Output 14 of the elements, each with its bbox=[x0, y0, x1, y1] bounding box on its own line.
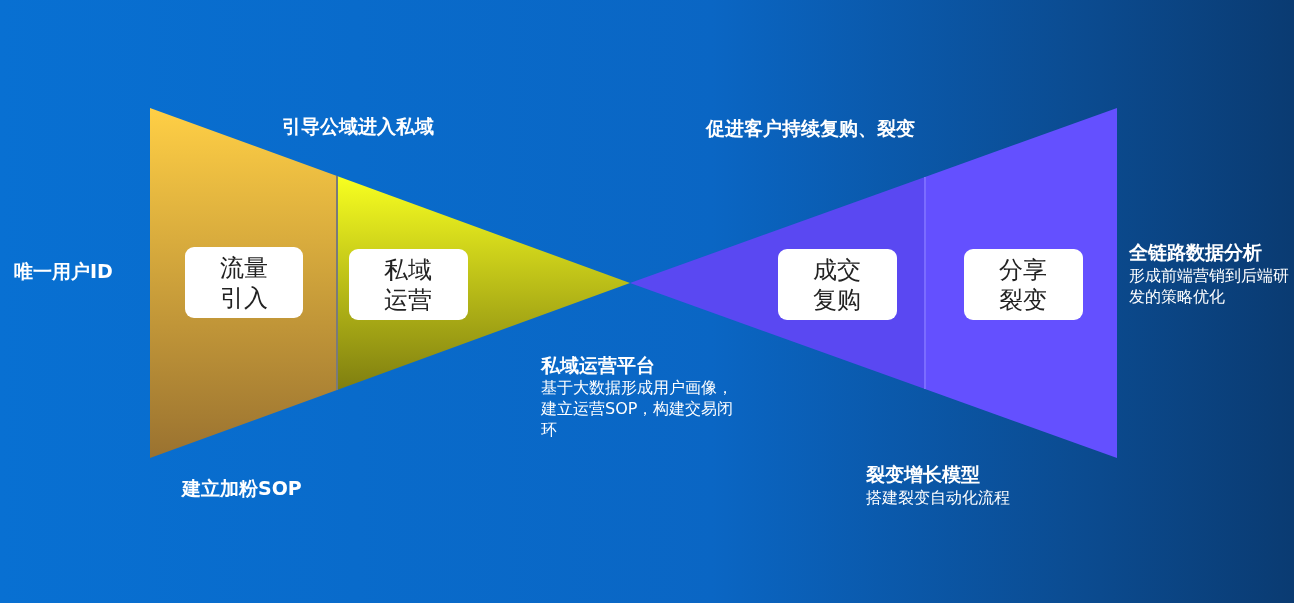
heading: 唯一用户ID bbox=[14, 259, 113, 284]
heading: 全链路数据分析 bbox=[1129, 240, 1262, 265]
stage-box: 成交复购 bbox=[778, 249, 897, 320]
description-text: 形成前端营销到后端研发的策略优化 bbox=[1129, 266, 1289, 308]
heading: 促进客户持续复购、裂变 bbox=[706, 116, 915, 141]
stage-box: 私域运营 bbox=[349, 249, 468, 320]
heading: 建立加粉SOP bbox=[182, 476, 302, 501]
heading: 裂变增长模型 bbox=[866, 462, 980, 487]
stage-box: 流量引入 bbox=[185, 247, 303, 318]
description-text: 基于大数据形成用户画像，建立运营SOP，构建交易闭环 bbox=[541, 378, 735, 441]
heading: 私域运营平台 bbox=[541, 353, 655, 378]
heading: 引导公域进入私域 bbox=[282, 114, 434, 139]
stage-box: 分享裂变 bbox=[964, 249, 1083, 320]
description-text: 搭建裂变自动化流程 bbox=[866, 488, 1010, 509]
